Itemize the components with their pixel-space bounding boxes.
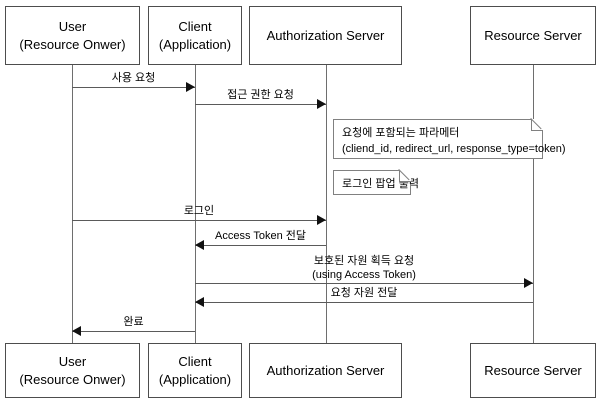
note-login-popup: 로그인 팝업 출력 [333,170,419,195]
participant-user-line2: (Resource Onwer) [19,36,126,52]
participant-resource-server-line1: Resource Server [484,362,582,378]
message-line-protected-resource-request [195,283,533,284]
participant-header-resource-server[interactable]: Resource Server [470,6,596,65]
participant-client-line1: Client [178,18,212,34]
participant-client-line1: Client [178,353,212,369]
participant-user-line1: User [58,18,87,34]
participant-footer-client[interactable]: Client (Application) [148,343,242,398]
arrowhead-protected-resource-request [524,278,533,288]
arrowhead-requested-resource-delivery [195,297,204,307]
participant-client-line2: (Application) [158,36,232,52]
note-login-popup-line1: 로그인 팝업 출력 [342,178,419,190]
message-line-access-permission-request [195,104,326,105]
participant-client-line2: (Application) [158,371,232,387]
message-label-access-token-delivery: Access Token 전달 [215,230,306,242]
message-label-protected-resource-request-line1: 보호된 자원 획득 요청 [313,255,415,267]
message-line-complete [72,331,195,332]
note-request-parameters-line1: 요청에 포함되는 파라메터 [342,127,460,139]
message-label-access-permission-request: 접근 권한 요청 [227,89,294,101]
participant-footer-user[interactable]: User (Resource Onwer) [5,343,140,398]
note-fold-corner-icon [399,170,411,182]
message-line-access-token-delivery [195,245,326,246]
participant-header-client[interactable]: Client (Application) [148,6,242,65]
participant-footer-authorization-server[interactable]: Authorization Server [249,343,402,398]
message-label-requested-resource-delivery: 요청 자원 전달 [330,287,398,299]
arrowhead-access-permission-request [317,99,326,109]
participant-header-user[interactable]: User (Resource Onwer) [5,6,140,65]
participant-user-line2: (Resource Onwer) [19,371,126,387]
arrowhead-usage-request [186,82,195,92]
message-label-login: 로그인 [183,205,215,217]
lifeline-client [195,65,196,343]
participant-user-line1: User [58,353,87,369]
participant-authorization-server-line1: Authorization Server [266,362,385,378]
participant-footer-resource-server[interactable]: Resource Server [470,343,596,398]
note-request-parameters-line2: (cliend_id, redirect_url, response_type=… [342,142,566,155]
participant-header-authorization-server[interactable]: Authorization Server [249,6,402,65]
message-label-usage-request: 사용 요청 [111,72,156,84]
message-line-login [72,220,326,221]
lifeline-resource-server [533,65,534,343]
arrowhead-complete [72,326,81,336]
lifeline-user [72,65,73,343]
note-fold-corner-icon [531,119,543,131]
message-label-protected-resource-request: 보호된 자원 획득 요청 (using Access Token) [195,254,533,283]
message-label-complete: 완료 [123,316,144,328]
lifeline-authorization-server [326,65,327,343]
note-request-parameters: 요청에 포함되는 파라메터 (cliend_id, redirect_url, … [333,119,566,159]
arrowhead-login [317,215,326,225]
message-label-protected-resource-request-line2: (using Access Token) [312,269,416,282]
message-line-requested-resource-delivery [195,302,533,303]
arrowhead-access-token-delivery [195,240,204,250]
participant-authorization-server-line1: Authorization Server [266,27,385,43]
participant-resource-server-line1: Resource Server [484,27,582,43]
message-line-usage-request [72,87,195,88]
